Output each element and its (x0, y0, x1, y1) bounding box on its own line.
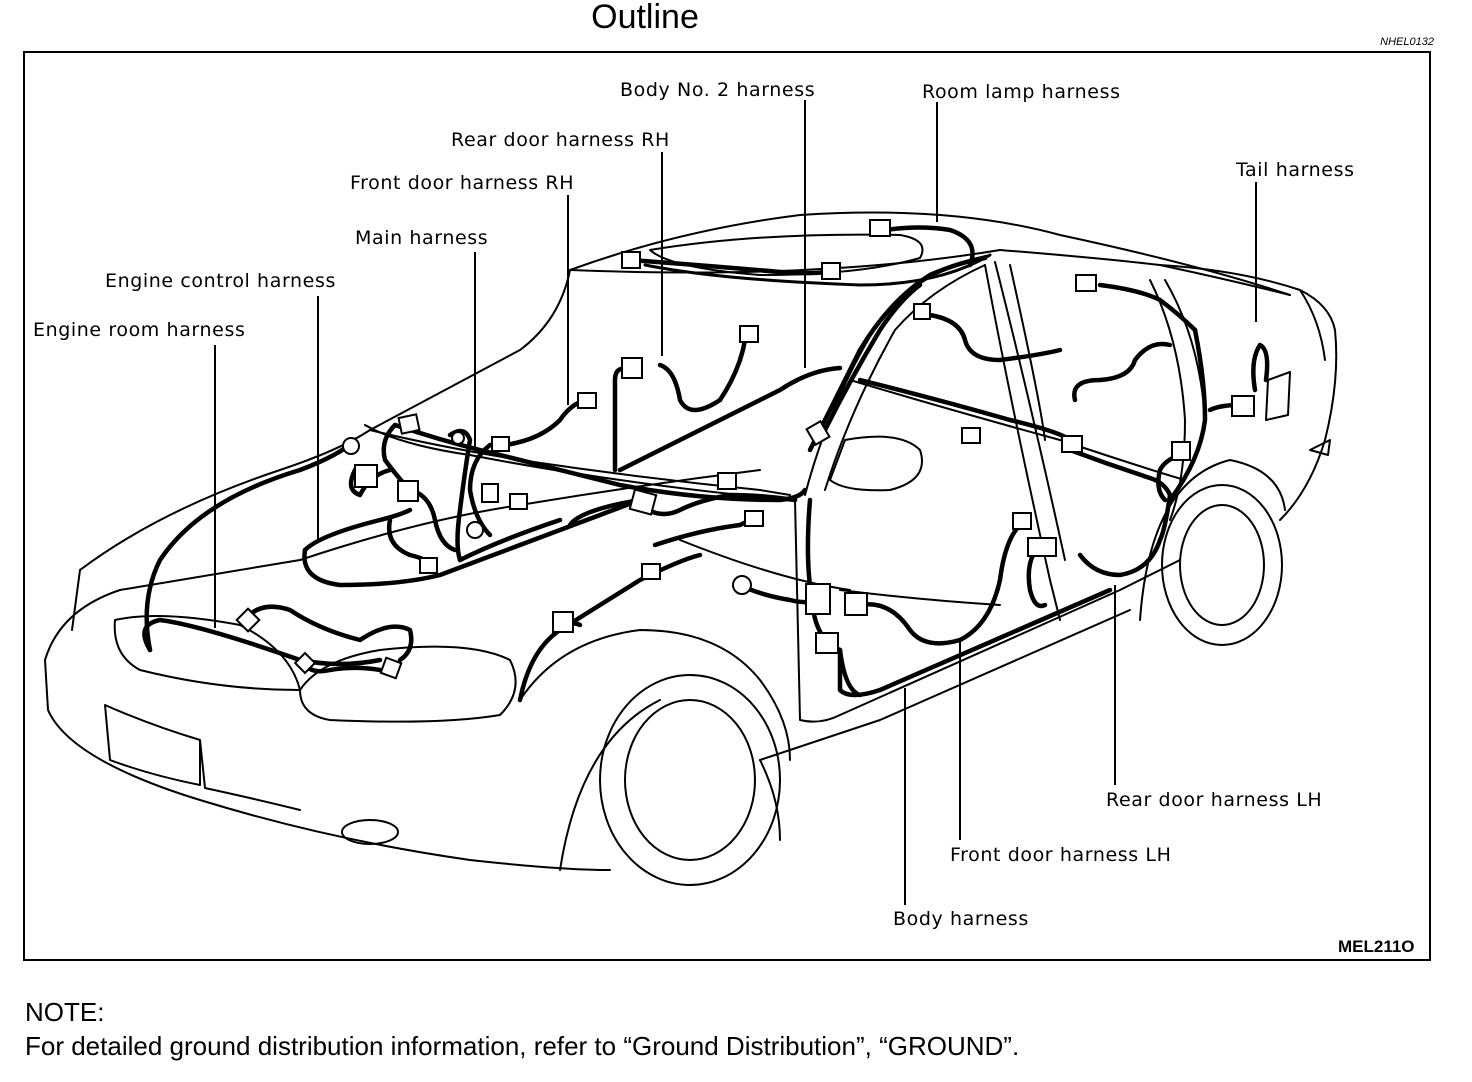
label-body-no2-harness: Body No. 2 harness (620, 79, 815, 101)
label-engine-control-harness: Engine control harness (105, 270, 336, 292)
label-rear-door-harness-lh: Rear door harness LH (1106, 789, 1322, 811)
car-outline (44, 211, 1338, 886)
leader-lines (214, 100, 1257, 905)
figure-id: MEL211O (1338, 937, 1415, 956)
note-text: For detailed ground distribution informa… (25, 1031, 1020, 1061)
label-main-harness: Main harness (355, 227, 488, 249)
note-heading: NOTE: (25, 997, 105, 1027)
harness-wires (142, 225, 1270, 703)
label-body-harness: Body harness (893, 908, 1029, 930)
label-front-door-harness-lh: Front door harness LH (950, 844, 1171, 866)
label-front-door-harness-rh: Front door harness RH (350, 172, 574, 194)
label-engine-room-harness: Engine room harness (33, 319, 245, 341)
label-rear-door-harness-rh: Rear door harness RH (451, 129, 670, 151)
diagram-frame (23, 51, 1431, 961)
connectors (235, 219, 1255, 680)
document-code: NHEL0132 (1380, 36, 1434, 48)
label-tail-harness: Tail harness (1235, 159, 1355, 181)
note-block: NOTE: For detailed ground distribution i… (25, 995, 1019, 1063)
page-title: Outline (591, 0, 699, 36)
label-room-lamp-harness: Room lamp harness (922, 81, 1121, 103)
